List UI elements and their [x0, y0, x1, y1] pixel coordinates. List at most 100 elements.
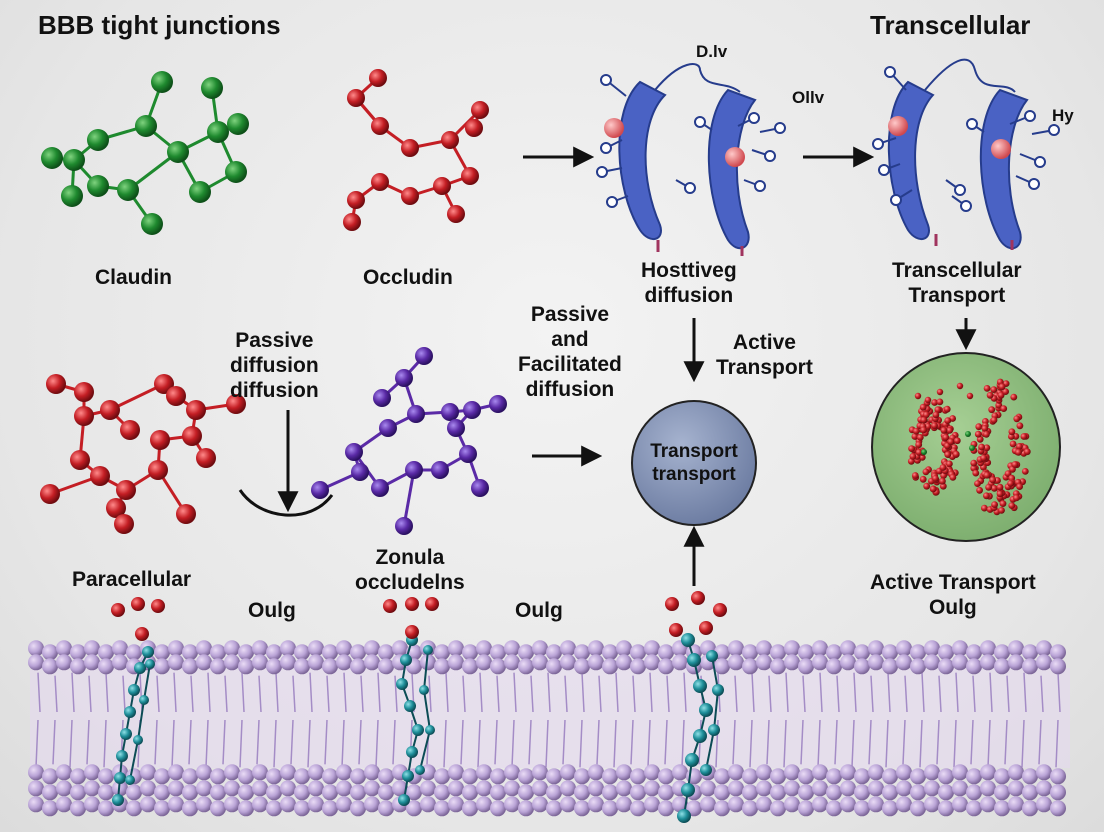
- lipid-head: [378, 784, 394, 801]
- vesicle-particle: [1020, 433, 1028, 440]
- red-particle: [405, 625, 419, 639]
- lipid-head: [770, 800, 786, 817]
- lipid-head: [924, 796, 940, 813]
- lipid-head: [476, 780, 492, 797]
- lipid-head: [952, 764, 968, 781]
- lipid-head: [224, 780, 240, 797]
- vesicle-particle: [980, 454, 988, 462]
- lipid-tail: [513, 672, 517, 713]
- vesicle-particle: [988, 406, 996, 414]
- lipid-head: [784, 796, 800, 813]
- lipid-head: [756, 796, 772, 813]
- lipid-head: [756, 654, 772, 671]
- lipid-tail: [649, 672, 653, 713]
- vesicle-particle: [944, 417, 952, 424]
- teal-bead-bond: [137, 699, 145, 741]
- vesicle-particle: [983, 385, 991, 392]
- lipid-head: [798, 658, 814, 675]
- lipid-head: [658, 800, 674, 817]
- paracellular-atom: [70, 450, 90, 470]
- lipid-tail: [1055, 719, 1059, 768]
- lipid-head: [588, 654, 604, 671]
- lipid-head: [1008, 764, 1024, 781]
- paracellular-atom: [74, 382, 94, 402]
- lipid-head: [980, 640, 996, 657]
- occludin-atom: [347, 89, 365, 107]
- lipid-tail: [800, 719, 804, 765]
- lipid-head: [784, 764, 800, 781]
- lipid-tail: [103, 719, 107, 768]
- lipid-head: [350, 800, 366, 817]
- vesicle-particle: [922, 468, 930, 476]
- occludin-atom: [441, 131, 459, 149]
- lipid-tail: [360, 675, 364, 713]
- purple-molecule-atom: [373, 389, 391, 407]
- lipid-head: [938, 800, 954, 817]
- vesicle-particle: [983, 471, 991, 479]
- lipid-head: [84, 640, 100, 657]
- lipid-head: [994, 644, 1010, 661]
- claudin-atom: [87, 175, 109, 197]
- lipid-head: [910, 784, 926, 801]
- claudin-atom: [167, 141, 189, 163]
- lipid-head: [56, 764, 72, 781]
- lipid-head: [602, 658, 618, 675]
- paracellular-atom: [176, 504, 196, 524]
- occludin-atom: [343, 213, 361, 231]
- lipid-head: [966, 784, 982, 801]
- lipid-head: [504, 796, 520, 813]
- vesicle-particle: [986, 391, 994, 399]
- lipid-tail: [579, 719, 583, 768]
- lipid-head: [672, 654, 688, 671]
- lipid-bilayer-membrane: [28, 640, 1070, 817]
- teal-bead-bond: [143, 663, 151, 701]
- lipid-head: [84, 654, 100, 671]
- lipid-head: [196, 796, 212, 813]
- lipid-head: [168, 780, 184, 797]
- lipid-head: [294, 768, 310, 785]
- lipid-head: [98, 658, 114, 675]
- lipid-tail: [868, 719, 872, 765]
- lipid-head: [350, 658, 366, 675]
- lipid-head: [196, 640, 212, 657]
- lipid-head: [728, 796, 744, 813]
- lipid-head: [168, 796, 184, 813]
- lipid-tail: [86, 719, 90, 765]
- teal-bead: [124, 706, 136, 718]
- teal-bead-bond: [423, 649, 429, 691]
- lipid-tail: [530, 675, 534, 713]
- lipid-head: [756, 780, 772, 797]
- lipid-head: [56, 640, 72, 657]
- vesicle-particle: [908, 445, 915, 452]
- lipid-head: [616, 780, 632, 797]
- lipid-head: [840, 654, 856, 671]
- lipid-tail: [632, 675, 636, 713]
- lipid-head: [602, 800, 618, 817]
- lipid-head: [56, 654, 72, 671]
- vesicle-particle: [1023, 448, 1031, 456]
- lipid-head: [798, 768, 814, 785]
- lipid-head: [784, 780, 800, 797]
- lipid-head: [462, 644, 478, 661]
- occludin-atom: [401, 187, 419, 205]
- vesicle-particle: [1008, 428, 1016, 436]
- lipid-tail: [955, 672, 959, 713]
- lipid-tail: [904, 675, 908, 713]
- lipid-head: [854, 800, 870, 817]
- lipid-head: [518, 784, 534, 801]
- lipid-head: [700, 796, 716, 813]
- label-passive-facilitated: Passive and Facilitated diffusion: [518, 303, 622, 401]
- lipid-head: [812, 796, 828, 813]
- label-transcellular-transport: Transcellular Transport: [892, 259, 1022, 307]
- lipid-head: [336, 764, 352, 781]
- vesicle-particle: [914, 392, 922, 400]
- lipid-tail: [953, 719, 957, 768]
- lipid-head: [826, 658, 842, 675]
- lipid-head: [1050, 800, 1066, 817]
- lipid-tail: [71, 672, 75, 713]
- lipid-head: [938, 644, 954, 661]
- lipid-head: [882, 644, 898, 661]
- vesicle-particle: [911, 472, 919, 479]
- lipid-head: [98, 800, 114, 817]
- vesicle-particle: [978, 443, 985, 451]
